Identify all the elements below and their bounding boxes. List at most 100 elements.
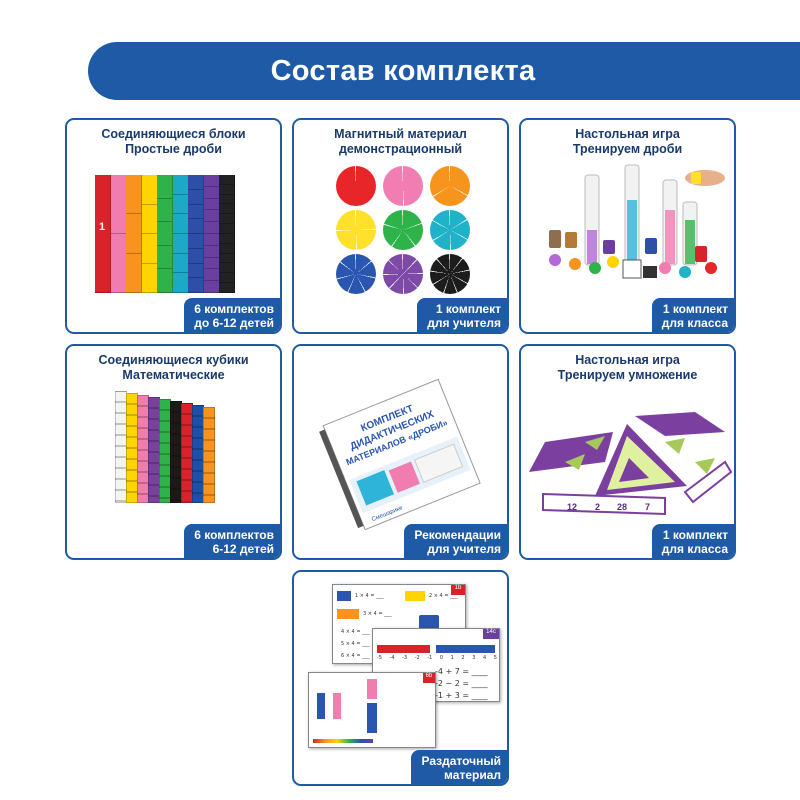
fraction-circle (336, 210, 376, 250)
rail-shape (635, 412, 725, 436)
rail-number: 2 (595, 502, 600, 512)
rail-shape (683, 460, 733, 504)
sheet-line: 4 × 4 = ___ (341, 629, 370, 635)
fraction-circle (383, 254, 423, 294)
fraction-segment (141, 175, 158, 205)
fraction-segment (203, 269, 220, 282)
fraction-column (157, 175, 173, 293)
card-title-line: Математические (122, 368, 225, 382)
sheet-line: -2 − 2 = ____ (435, 679, 488, 688)
sheet-code: 6b (423, 673, 435, 683)
number-line-label: 1 (450, 655, 454, 661)
fraction-blocks-image: 1 (95, 175, 255, 294)
sheet-cube (419, 615, 439, 629)
card-title: Соединяющиеся кубики Математические (71, 353, 276, 383)
cube-column (126, 393, 138, 503)
fraction-segment (126, 214, 142, 254)
badge-line: материал (444, 768, 501, 782)
fraction-label: 1 (99, 221, 106, 233)
number-line-label: -2 (414, 655, 420, 661)
token-shape (565, 232, 577, 248)
fraction-segment (219, 204, 235, 215)
card-fraction-game[interactable]: Настольная игра Тренируем дроби 1 компле… (519, 118, 736, 334)
fraction-segment (219, 214, 235, 225)
fraction-segment (219, 283, 235, 293)
cube-column (148, 397, 160, 503)
card-fraction-blocks[interactable]: Соединяющиеся блоки Простые дроби 1 6 ко… (65, 118, 282, 334)
tube-fill (587, 230, 597, 264)
token-shape (589, 262, 601, 274)
badge-line: 6 комплектов (194, 528, 274, 542)
fraction-segment (203, 210, 220, 223)
sheet-line: 6 × 4 = ___ (341, 653, 370, 659)
fraction-segment (188, 263, 204, 279)
fraction-segment (219, 263, 235, 274)
sheet-block (367, 703, 377, 733)
badge-line: 6-12 детей (212, 542, 274, 556)
tile-shape (585, 436, 605, 450)
card-title-line: Магнитный материал (334, 127, 467, 141)
token-shape (691, 172, 701, 184)
fraction-column (141, 175, 158, 293)
booklet-photo-part (414, 443, 464, 483)
sheet-line: 5 × 4 = ___ (341, 641, 370, 647)
fraction-segment (172, 214, 189, 235)
fraction-segment (203, 186, 220, 199)
booklet-image: КОМПЛЕКТ ДИДАКТИЧЕСКИХ МАТЕРИАЛОВ «ДРОБИ… (319, 378, 481, 530)
card-title: Магнитный материал демонстрационный (298, 127, 503, 157)
fraction-segment (188, 219, 204, 234)
fraction-segment (188, 189, 204, 205)
card-title-line: Соединяющиеся кубики (98, 353, 249, 367)
sheet-color-strip (313, 739, 373, 743)
fraction-column (188, 175, 204, 293)
badge-line: для класса (661, 316, 728, 330)
fraction-segment (203, 222, 220, 234)
fraction-segment (157, 222, 173, 246)
fraction-segment (188, 175, 204, 190)
fraction-segment (203, 281, 220, 293)
magnetic-circles-image (336, 166, 476, 296)
card-magnetic-material[interactable]: Магнитный материал демонстрационный 1 ко… (292, 118, 509, 334)
fraction-segment (172, 175, 189, 195)
fraction-segment (219, 253, 235, 264)
fraction-game-image (549, 164, 725, 279)
fraction-segment (219, 224, 235, 234)
fraction-segment (203, 175, 220, 187)
card-badge: 1 комплект для учителя (417, 298, 507, 332)
handout-sheet-3: 6b (308, 672, 436, 748)
page-title: Состав комплекта (270, 54, 536, 87)
fraction-segment (110, 234, 127, 293)
card-badge: 1 комплект для класса (651, 524, 734, 558)
card-title-line: Простые дроби (125, 142, 222, 156)
fraction-circle (383, 210, 423, 250)
fraction-segment (219, 243, 235, 254)
card-multiplication-game[interactable]: Настольная игра Тренируем умножение 12 2… (519, 344, 736, 560)
token-shape (705, 262, 717, 274)
tile-shape (665, 438, 685, 454)
fraction-segment (203, 245, 220, 258)
card-teacher-guide[interactable]: КОМПЛЕКТ ДИДАКТИЧЕСКИХ МАТЕРИАЛОВ «ДРОБИ… (292, 344, 509, 560)
sheet-block (405, 591, 425, 601)
tile-shape (565, 454, 585, 470)
fraction-segment (141, 263, 158, 293)
rail-number: 28 (617, 502, 627, 512)
fraction-segment (172, 194, 189, 215)
fraction-segment (172, 273, 189, 294)
cube-column (137, 395, 149, 503)
card-math-cubes[interactable]: Соединяющиеся кубики Математические 6 ко… (65, 344, 282, 560)
card-title-line: Тренируем умножение (557, 368, 698, 382)
number-rail (542, 492, 666, 516)
number-line-label: 4 (482, 655, 487, 661)
card-title: Настольная игра Тренируем дроби (525, 127, 730, 157)
badge-line: 1 комплект (662, 528, 728, 542)
token-shape (569, 258, 581, 270)
card-handouts[interactable]: 1b 1 × 4 = ___ 2 × 4 = ___ 3 × 4 = ___ 4… (292, 570, 509, 786)
number-line-label: -5 (377, 655, 382, 661)
sheet-block (337, 591, 351, 601)
card-badge: Рекомендации для учителя (404, 524, 507, 558)
number-line-label: -3 (402, 655, 408, 661)
card-badge: 6 комплектов 6-12 детей (184, 524, 280, 558)
number-line-label: -1 (427, 655, 433, 661)
cube-column (192, 405, 204, 503)
